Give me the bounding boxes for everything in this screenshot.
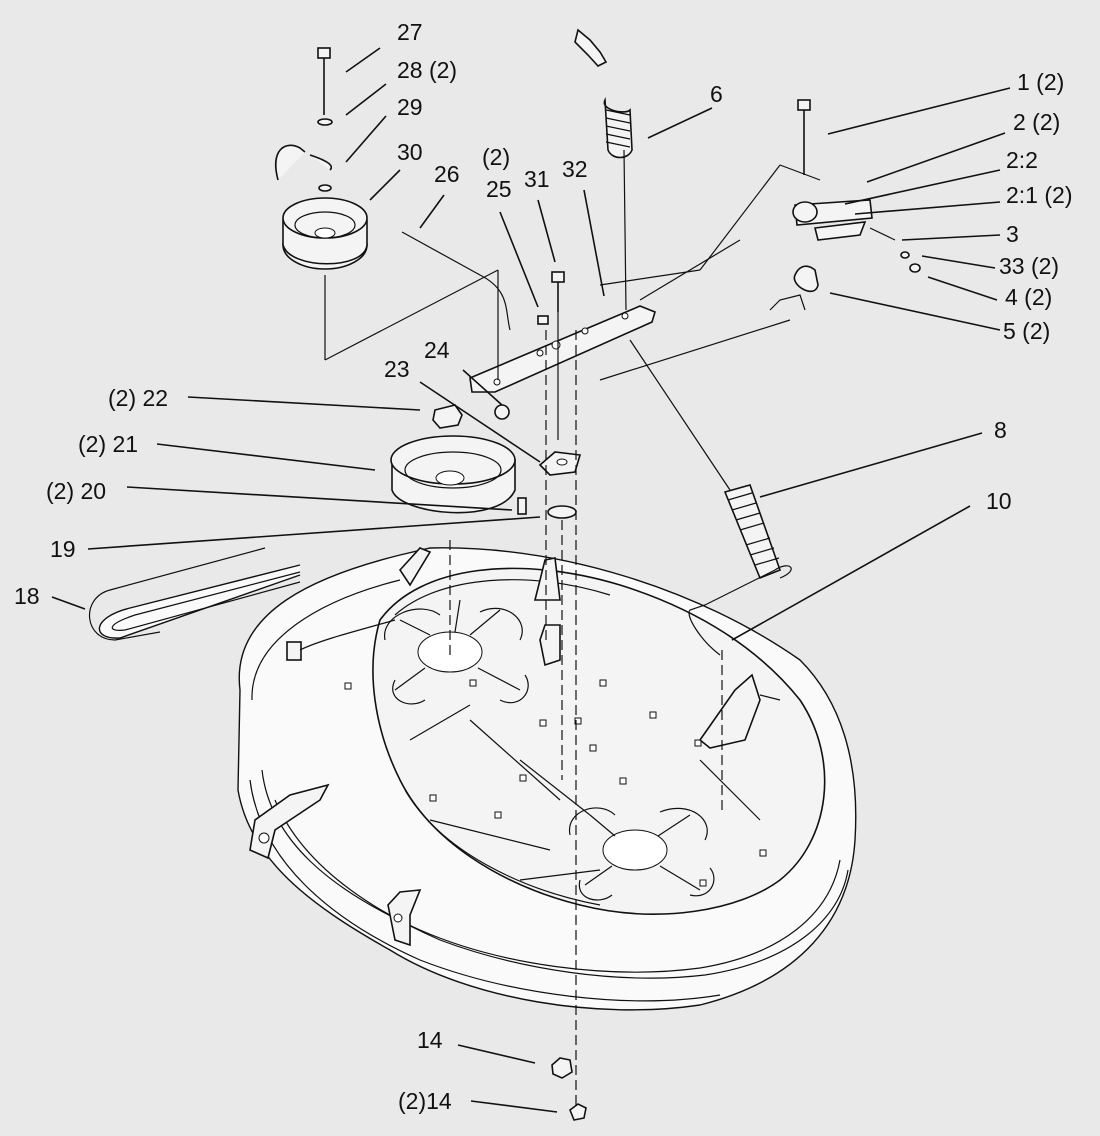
callout-28: 28 (2) <box>397 57 457 83</box>
callout-1: 1 (2) <box>1017 69 1064 95</box>
callout-19: 19 <box>50 536 76 562</box>
mower-deck <box>237 547 857 1011</box>
leader-lines <box>51 47 1011 1113</box>
pulley-nut <box>432 404 463 429</box>
callout-26: 26 <box>434 161 460 187</box>
deck-mount-bracket <box>533 557 561 601</box>
callout-14: 14 <box>417 1027 443 1053</box>
idler-arm <box>469 271 656 519</box>
callout-2: 2 (2) <box>1013 109 1060 135</box>
spindle-housing-right <box>569 807 715 901</box>
callout-2-1: 2:1 (2) <box>1006 182 1072 208</box>
deck-roller-mount <box>286 641 302 661</box>
callout-14-qty: (2)14 <box>398 1088 452 1114</box>
spring-6 <box>574 28 633 159</box>
callout-29: 29 <box>397 94 423 120</box>
callout-2-qty: (2) <box>482 144 510 170</box>
callout-32: 32 <box>562 156 588 182</box>
idler-pulley-small <box>275 47 368 270</box>
deck-holes <box>344 679 767 887</box>
bolt-20 <box>517 497 527 515</box>
callout-23: 23 <box>384 356 410 382</box>
callout-27: 27 <box>397 19 423 45</box>
rear-hitch-bracket <box>698 673 761 749</box>
idler-pulley-large <box>390 404 516 514</box>
callout-10: 10 <box>986 488 1012 514</box>
callout-30: 30 <box>397 139 423 165</box>
locknut-24 <box>494 404 510 420</box>
callout-24: 24 <box>424 337 450 363</box>
callout-21: (2) 21 <box>78 431 138 457</box>
nut-14 <box>551 1057 573 1079</box>
lift-bracket <box>769 99 921 311</box>
spring-8 <box>723 484 782 580</box>
callout-31: 31 <box>524 166 550 192</box>
callout-8: 8 <box>994 417 1007 443</box>
callout-3: 3 <box>1006 221 1019 247</box>
callout-5: 5 (2) <box>1003 318 1050 344</box>
callout-2-2: 2:2 <box>1006 147 1038 173</box>
callout-25: 25 <box>486 176 512 202</box>
belt-guide-29 <box>275 144 332 181</box>
front-hitch-bracket-left <box>249 783 330 860</box>
callout-33: 33 (2) <box>999 253 1059 279</box>
front-hitch-bracket-right <box>387 889 422 947</box>
callout-4: 4 (2) <box>1005 284 1052 310</box>
deck-mount-bracket-2 <box>539 624 561 667</box>
callout-labels: 27 28 (2) 29 30 26 (2) 25 31 32 6 1 (2) … <box>14 19 1072 1114</box>
callout-6: 6 <box>710 81 723 107</box>
rod-10 <box>688 565 792 656</box>
washer-19 <box>547 505 577 519</box>
callout-18: 18 <box>14 583 40 609</box>
spring-lift <box>793 265 819 292</box>
nut-14b <box>569 1103 587 1121</box>
rod-26 <box>401 231 511 331</box>
drive-belt <box>88 547 301 641</box>
callout-22: (2) 22 <box>108 385 168 411</box>
callout-20: (2) 20 <box>46 478 106 504</box>
assembly-lines <box>324 149 821 1110</box>
